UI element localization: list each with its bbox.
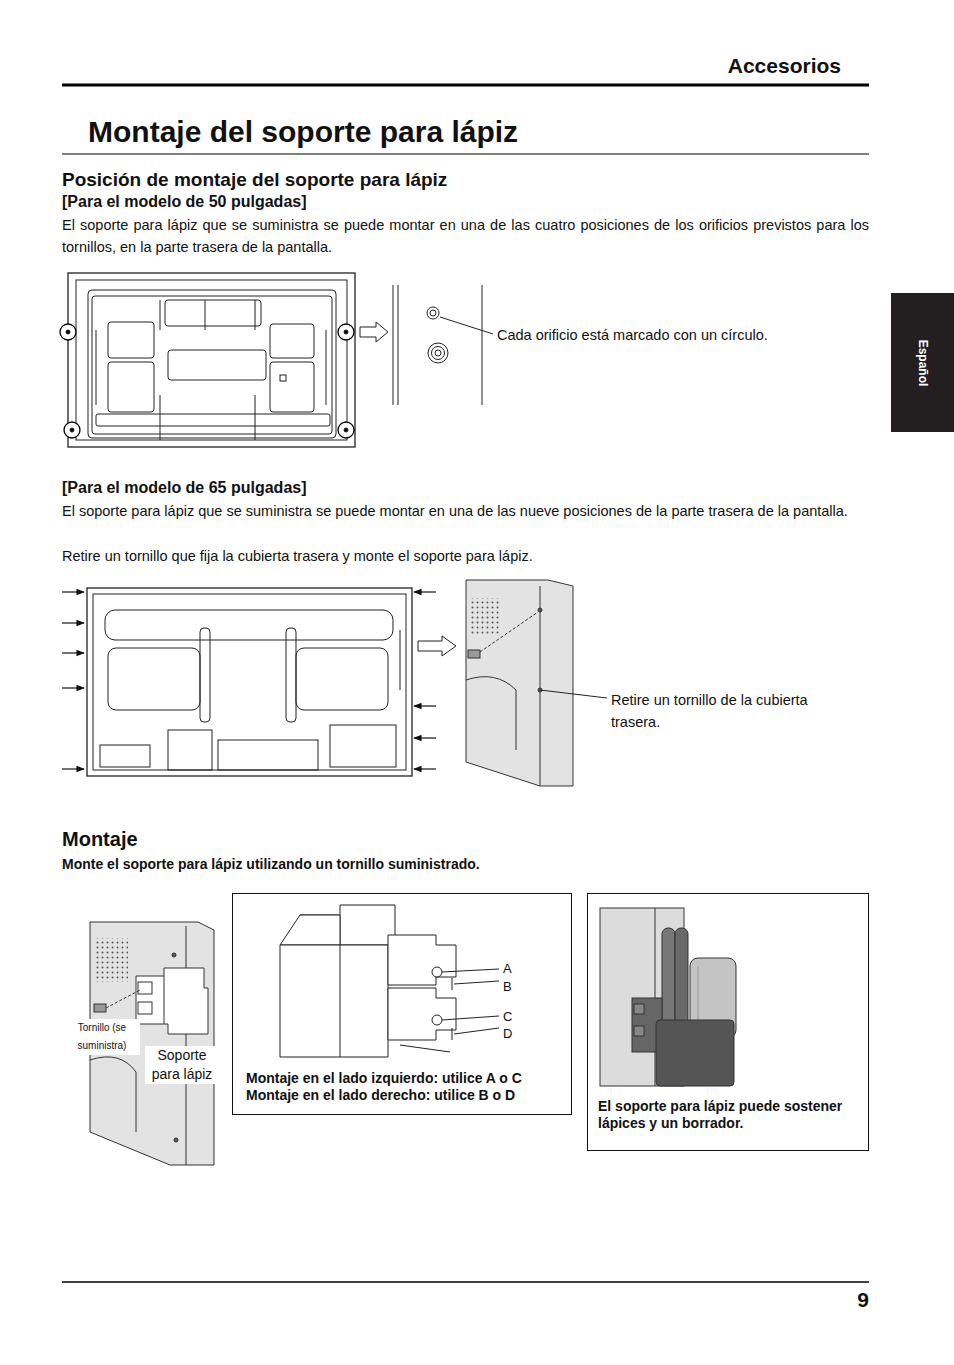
hole-detail [393,285,493,405]
holder-detail [280,905,456,1057]
header-rule [62,84,869,87]
part-name: Soporte para lápiz [145,1046,219,1084]
position-arrows [62,592,436,769]
model-subheading: [Para el modelo de 50 pulgadas] [62,192,869,212]
language-tab: Español [891,293,954,432]
box-caption: Montaje en el lado izquierdo: utilice A … [246,1070,559,1087]
rear-cover-detail [466,580,607,786]
box-caption: Montaje en el lado derecho: utilice B o … [246,1087,559,1104]
monitor-65-back [87,588,412,776]
part-letter: D [503,1026,517,1042]
section-heading: Montaje [62,827,362,852]
instruction: Monte el soporte para lápiz utilizando u… [62,855,869,873]
title-rule [62,154,869,155]
caption-box: Montaje en el lado izquierdo: utilice A … [232,893,572,1115]
section-heading: Posición de montaje del soporte para láp… [62,168,869,192]
part-name: Tornillo (se suministra) [64,1019,140,1055]
part-leaders [442,969,499,1034]
caption-box: El soporte para lápiz puede sostener láp… [587,893,869,1151]
section-header: Accesorios [600,53,841,79]
monitor-50-back [60,273,355,447]
zoom-arrow [360,322,388,342]
page-number: 9 [769,1287,869,1313]
body-paragraph: Retire un tornillo que fija la cubierta … [62,545,869,567]
page-title: Montaje del soporte para lápiz [88,115,518,149]
part-letter: B [503,979,517,995]
tab-label: Español [916,339,930,386]
body-paragraph: El soporte para lápiz que se suministra … [62,500,869,522]
footer-rule [62,1281,869,1283]
zoom-arrow [418,636,456,656]
callout-note: Retire un tornillo de la cubierta traser… [611,689,843,733]
part-letter: C [503,1009,517,1025]
model-subheading: [Para el modelo de 65 pulgadas] [62,478,869,498]
callout-note: Cada orificio está marcado con un círcul… [497,326,857,344]
part-letter: A [503,961,517,977]
box-caption: El soporte para lápiz puede sostener láp… [598,1098,858,1132]
body-paragraph: El soporte para lápiz que se suministra … [62,214,869,258]
holder-in-use [600,908,736,1086]
